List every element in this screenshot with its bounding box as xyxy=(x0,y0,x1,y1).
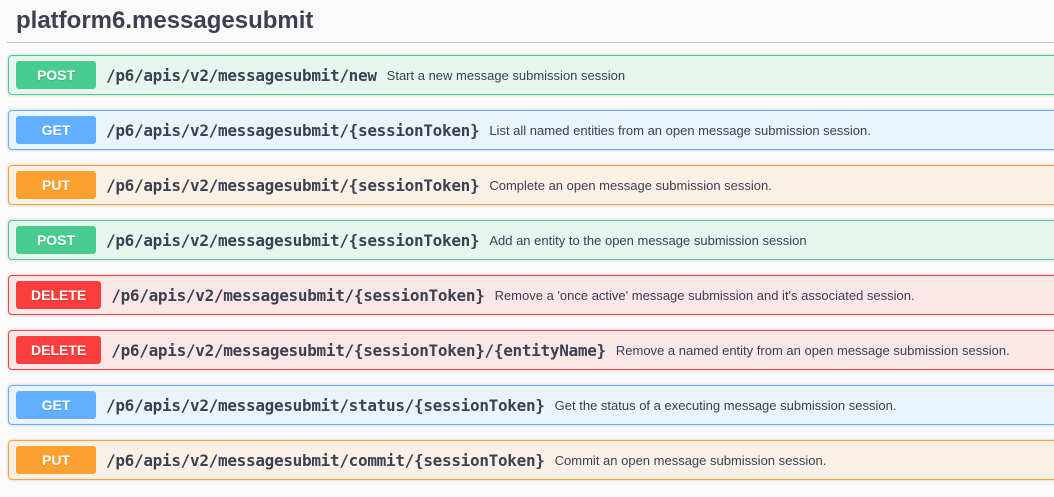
method-badge: PUT xyxy=(16,171,96,200)
endpoint-path: /p6/apis/v2/messagesubmit/{sessionToken} xyxy=(111,285,485,305)
endpoint-summary[interactable]: GET /p6/apis/v2/messagesubmit/status/{se… xyxy=(9,386,1054,424)
tag-divider xyxy=(7,42,1054,44)
endpoint-row[interactable]: DELETE /p6/apis/v2/messagesubmit/{sessio… xyxy=(8,330,1054,371)
api-tag-title: platform6.messagesubmit xyxy=(16,7,314,34)
endpoint-description: Start a new message submission session xyxy=(386,67,626,83)
endpoint-path: /p6/apis/v2/messagesubmit/{sessionToken} xyxy=(106,175,480,195)
endpoint-description: Remove a named entity from an open messa… xyxy=(615,342,1010,358)
endpoint-row[interactable]: PUT /p6/apis/v2/messagesubmit/commit/{se… xyxy=(8,440,1054,481)
method-badge: PUT xyxy=(16,446,96,475)
endpoint-row[interactable]: DELETE /p6/apis/v2/messagesubmit/{sessio… xyxy=(8,275,1054,316)
endpoint-summary[interactable]: PUT /p6/apis/v2/messagesubmit/commit/{se… xyxy=(9,441,1054,479)
endpoint-path: /p6/apis/v2/messagesubmit/{sessionToken}… xyxy=(111,340,606,360)
endpoint-summary[interactable]: PUT /p6/apis/v2/messagesubmit/{sessionTo… xyxy=(9,166,1054,204)
endpoint-path: /p6/apis/v2/messagesubmit/{sessionToken} xyxy=(106,230,480,250)
endpoint-description: Complete an open message submission sess… xyxy=(489,177,772,193)
method-badge: DELETE xyxy=(16,336,102,365)
method-badge: POST xyxy=(16,226,96,255)
endpoint-list: POST /p6/apis/v2/messagesubmit/new Start… xyxy=(0,55,1054,481)
endpoint-description: Remove a 'once active' message submissio… xyxy=(494,287,915,303)
endpoint-summary[interactable]: POST /p6/apis/v2/messagesubmit/{sessionT… xyxy=(9,221,1054,259)
endpoint-summary[interactable]: DELETE /p6/apis/v2/messagesubmit/{sessio… xyxy=(9,276,1054,314)
method-badge: GET xyxy=(16,391,96,420)
endpoint-description: Commit an open message submission sessio… xyxy=(554,452,827,468)
method-badge: GET xyxy=(16,116,96,145)
endpoint-path: /p6/apis/v2/messagesubmit/commit/{sessio… xyxy=(106,450,545,470)
endpoint-row[interactable]: PUT /p6/apis/v2/messagesubmit/{sessionTo… xyxy=(8,165,1054,206)
endpoint-path: /p6/apis/v2/messagesubmit/{sessionToken} xyxy=(106,120,480,140)
endpoint-description: Get the status of a executing message su… xyxy=(554,397,897,413)
endpoint-row[interactable]: GET /p6/apis/v2/messagesubmit/status/{se… xyxy=(8,385,1054,426)
endpoint-summary[interactable]: DELETE /p6/apis/v2/messagesubmit/{sessio… xyxy=(9,331,1054,369)
endpoint-path: /p6/apis/v2/messagesubmit/status/{sessio… xyxy=(106,395,545,415)
endpoint-row[interactable]: GET /p6/apis/v2/messagesubmit/{sessionTo… xyxy=(8,110,1054,151)
method-badge: DELETE xyxy=(16,281,102,310)
endpoint-description: Add an entity to the open message submis… xyxy=(489,232,807,248)
endpoint-path: /p6/apis/v2/messagesubmit/new xyxy=(106,65,377,85)
api-section: platform6.messagesubmit POST /p6/apis/v2… xyxy=(0,7,1054,481)
endpoint-summary[interactable]: POST /p6/apis/v2/messagesubmit/new Start… xyxy=(9,56,1054,94)
method-badge: POST xyxy=(16,61,96,90)
endpoint-row[interactable]: POST /p6/apis/v2/messagesubmit/{sessionT… xyxy=(8,220,1054,261)
endpoint-summary[interactable]: GET /p6/apis/v2/messagesubmit/{sessionTo… xyxy=(9,111,1054,149)
endpoint-description: List all named entities from an open mes… xyxy=(489,122,871,138)
endpoint-row[interactable]: POST /p6/apis/v2/messagesubmit/new Start… xyxy=(8,55,1054,96)
